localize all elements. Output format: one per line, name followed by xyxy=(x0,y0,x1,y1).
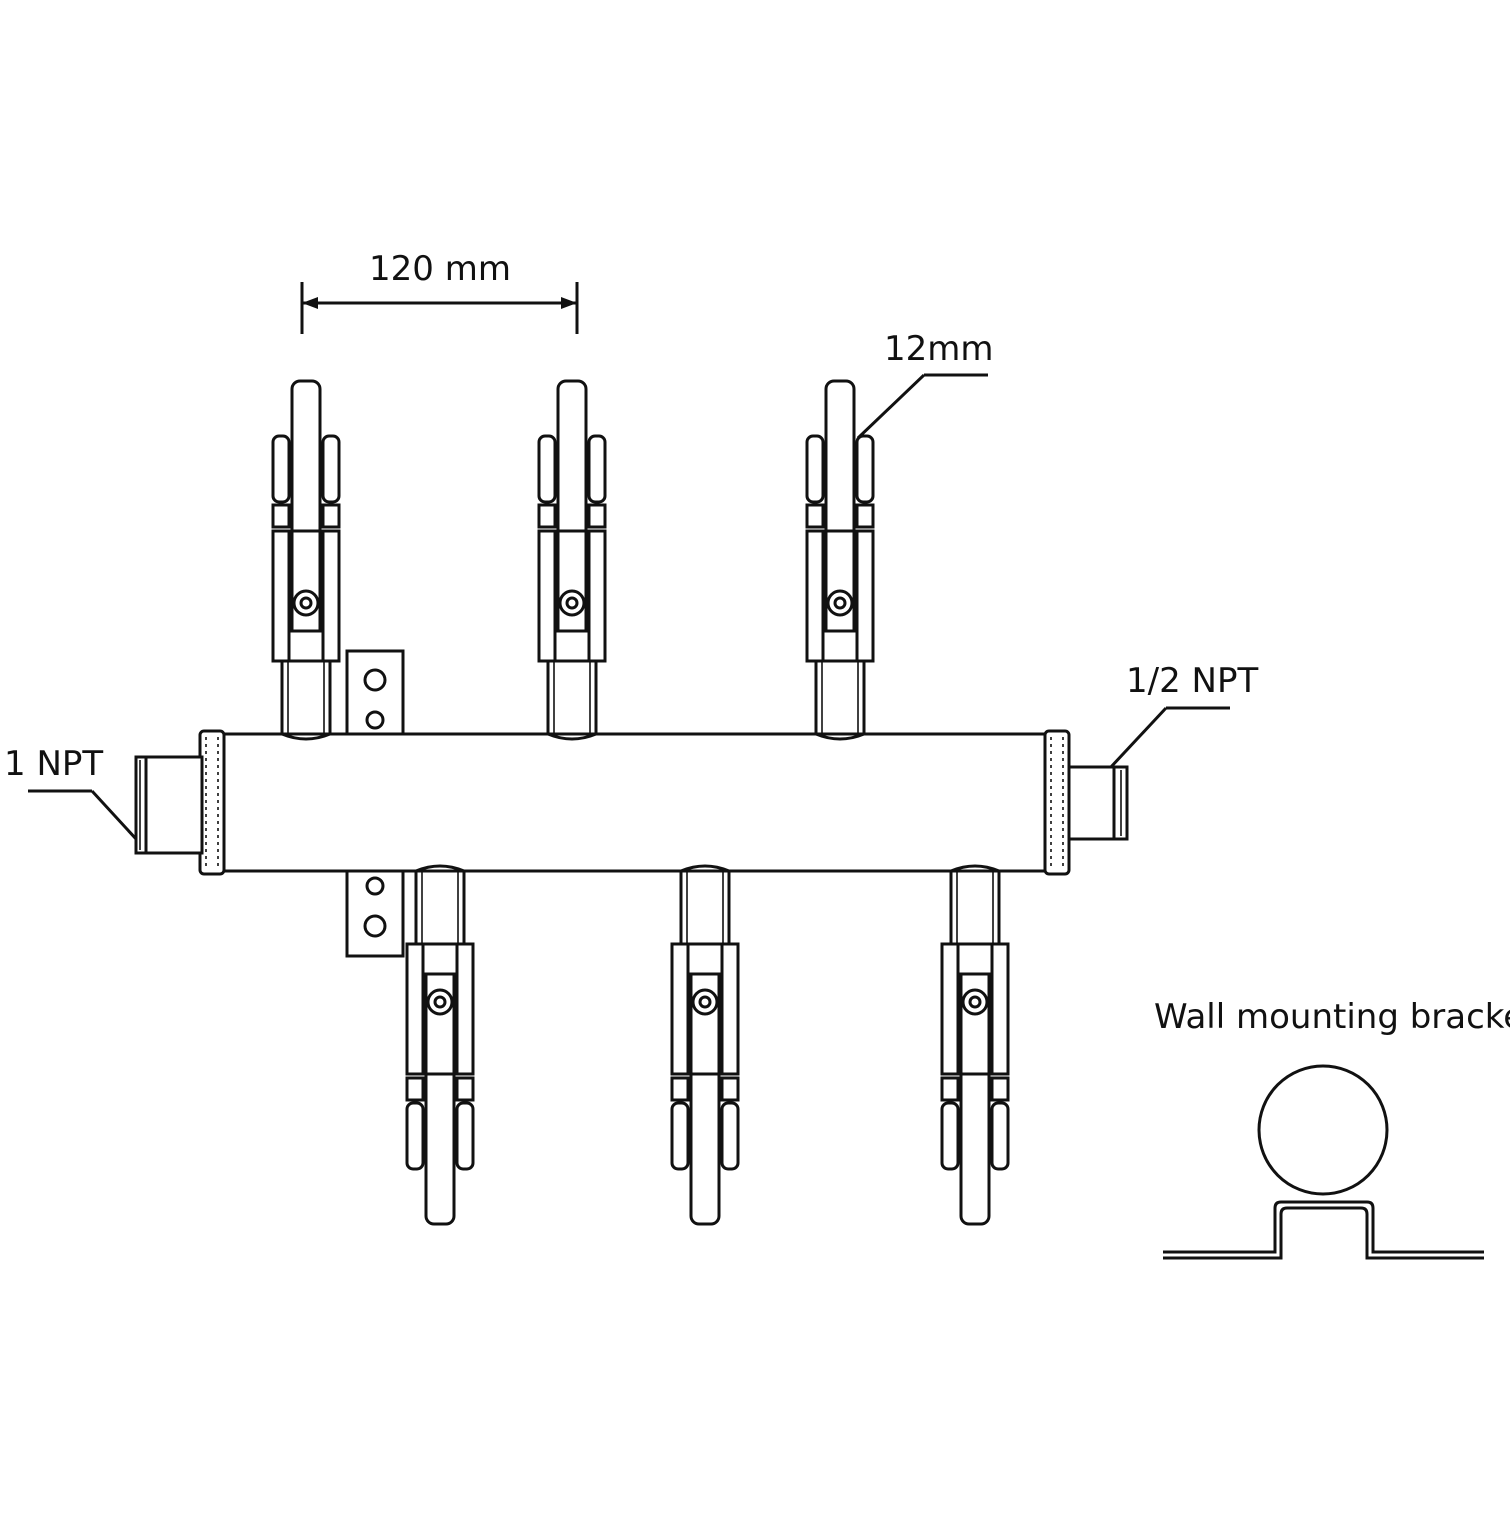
outlet-fitting xyxy=(1067,765,1129,841)
valve-bottom-2 xyxy=(670,864,740,1226)
mounting-plate-bottom xyxy=(345,869,405,958)
inlet-label: 1 NPT xyxy=(4,744,103,784)
tube-size-callout: 12mm xyxy=(856,329,994,440)
outlet-callout: 1/2 NPT xyxy=(1108,661,1258,770)
mounting-plate-top xyxy=(345,649,405,736)
inlet-callout: 1 NPT xyxy=(4,744,150,854)
spacing-dimension: 120 mm xyxy=(300,249,579,334)
wall-bracket-detail: Wall mounting bracket xyxy=(1154,997,1510,1260)
tube-size-label: 12mm xyxy=(884,329,994,369)
valve-top-3 xyxy=(805,379,875,741)
manifold-header xyxy=(198,729,1071,876)
bracket-caption: Wall mounting bracket xyxy=(1154,997,1510,1037)
valve-top-1 xyxy=(271,379,341,741)
outlet-label: 1/2 NPT xyxy=(1126,661,1258,701)
spacing-label: 120 mm xyxy=(369,249,511,289)
valve-bottom-1 xyxy=(405,864,475,1226)
valve-top-2 xyxy=(537,379,607,741)
inlet-fitting xyxy=(134,755,204,855)
valve-bottom-3 xyxy=(940,864,1010,1226)
